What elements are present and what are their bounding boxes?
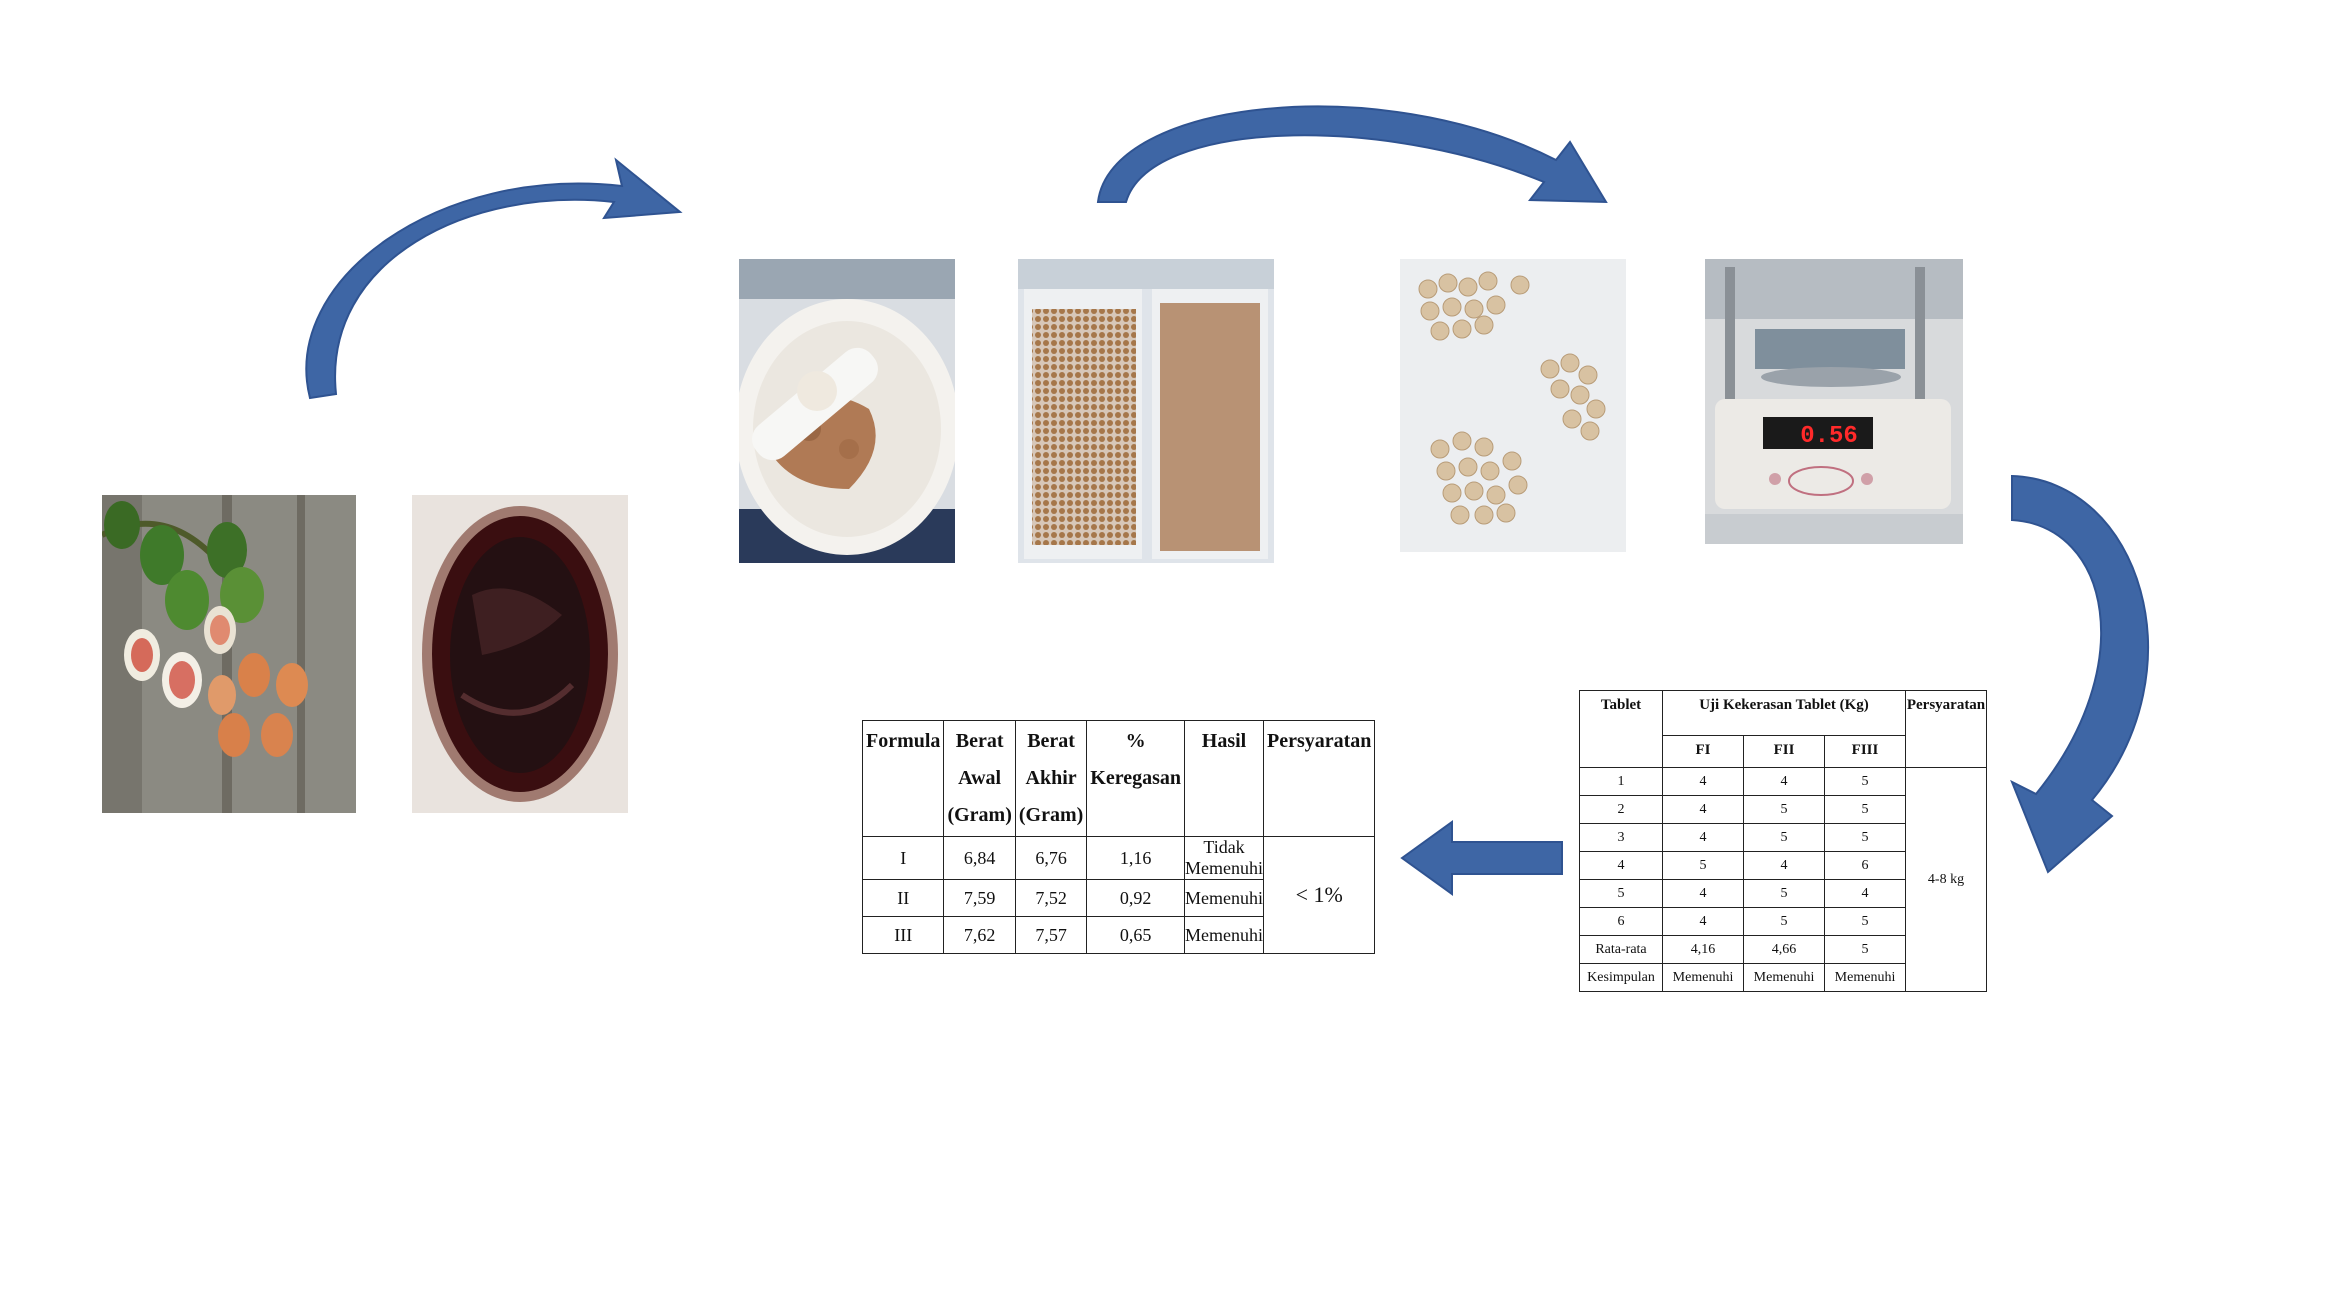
cell: 5 bbox=[1824, 907, 1906, 936]
cell: 6 bbox=[1579, 907, 1663, 936]
table-row: I 6,84 6,76 1,16 Tidak Memenuhi < 1% bbox=[861, 836, 1376, 954]
curved-arrow-extract-to-mortar bbox=[305, 157, 683, 400]
cell: 5 bbox=[1743, 795, 1825, 824]
table-row: Rata-rata 4,16 4,66 5 bbox=[1579, 935, 1987, 964]
col-fiii: FIII bbox=[1824, 735, 1906, 768]
curved-arrow-granules-to-tablets bbox=[1096, 105, 1608, 204]
cell: 4,66 bbox=[1743, 935, 1825, 964]
cell: 4 bbox=[1662, 795, 1744, 824]
cell: 6 bbox=[1824, 851, 1906, 880]
cell: 4 bbox=[1662, 767, 1744, 796]
cell: Memenuhi bbox=[1824, 963, 1906, 992]
cell: I bbox=[861, 836, 945, 880]
cell: 5 bbox=[1824, 935, 1906, 964]
cell: 4 bbox=[1662, 823, 1744, 852]
cell: Memenuhi bbox=[1184, 916, 1265, 954]
cell: 1 bbox=[1579, 767, 1663, 796]
table-row: III 7,62 7,57 0,65 Memenuhi bbox=[861, 916, 1375, 954]
table-row: 1 4 4 5 4-8 kg bbox=[1579, 767, 1987, 992]
cell: 4 bbox=[1662, 879, 1744, 908]
cell: 7,52 bbox=[1014, 879, 1088, 917]
col-persyaratan: Persyaratan bbox=[1263, 720, 1376, 837]
cell: 2 bbox=[1579, 795, 1663, 824]
cell: Tidak Memenuhi bbox=[1184, 836, 1265, 880]
cell: 6,84 bbox=[943, 836, 1016, 880]
table-row: 4 5 4 6 bbox=[1579, 851, 1987, 880]
cell: II bbox=[861, 879, 945, 917]
cell: 4 bbox=[1662, 907, 1744, 936]
requirement-cell: 4-8 kg bbox=[1905, 767, 1987, 992]
cell: 5 bbox=[1743, 907, 1825, 936]
cell: 7,62 bbox=[943, 916, 1016, 954]
cell: 5 bbox=[1824, 767, 1906, 796]
cell: Kesimpulan bbox=[1579, 963, 1663, 992]
areca-nut-fruit-photo bbox=[102, 495, 356, 813]
cell: 4,16 bbox=[1662, 935, 1744, 964]
table-row: 3 4 5 5 bbox=[1579, 823, 1987, 852]
cell: 5 bbox=[1662, 851, 1744, 880]
col-hasil: Hasil bbox=[1184, 720, 1265, 837]
cell: III bbox=[861, 916, 945, 954]
cell: 5 bbox=[1579, 879, 1663, 908]
col-uji-kekerasan: Uji Kekerasan Tablet (Kg) bbox=[1662, 690, 1906, 736]
left-arrow-hardness-to-friability bbox=[1400, 820, 1563, 896]
balance-display-readout: 0.56 bbox=[1800, 423, 1858, 450]
col-keregasan: %Keregasan bbox=[1086, 720, 1186, 837]
requirement-cell: < 1% bbox=[1263, 836, 1376, 954]
tablets-photo bbox=[1400, 259, 1626, 552]
hardness-table: Tablet Uji Kekerasan Tablet (Kg) Persyar… bbox=[1579, 690, 1987, 992]
cell: Rata-rata bbox=[1579, 935, 1663, 964]
cell: Memenuhi bbox=[1184, 879, 1265, 917]
col-tablet: Tablet bbox=[1579, 690, 1663, 768]
cell: 0,65 bbox=[1086, 916, 1186, 954]
col-persyaratan: Persyaratan bbox=[1905, 690, 1987, 768]
table-row: II 7,59 7,52 0,92 Memenuhi bbox=[861, 879, 1375, 917]
cell: 4 bbox=[1579, 851, 1663, 880]
col-formula: Formula bbox=[861, 720, 945, 837]
cell: 4 bbox=[1743, 767, 1825, 796]
areca-extract-photo bbox=[412, 495, 628, 813]
cell: 5 bbox=[1824, 823, 1906, 852]
cell: 6,76 bbox=[1014, 836, 1088, 880]
curved-arrow-balance-to-hardness bbox=[2010, 474, 2149, 874]
mortar-pestle-photo bbox=[739, 259, 955, 563]
balance-photo: 0.56 bbox=[1705, 259, 1963, 544]
cell: 3 bbox=[1579, 823, 1663, 852]
cell: 1,16 bbox=[1086, 836, 1186, 880]
cell: Memenuhi bbox=[1743, 963, 1825, 992]
cell: 5 bbox=[1743, 823, 1825, 852]
col-fii: FII bbox=[1743, 735, 1825, 768]
table-row: Kesimpulan Memenuhi Memenuhi Memenuhi bbox=[1579, 963, 1987, 992]
cell: 4 bbox=[1824, 879, 1906, 908]
cell: 5 bbox=[1824, 795, 1906, 824]
cell: 7,59 bbox=[943, 879, 1016, 917]
table-row: 2 4 5 5 bbox=[1579, 795, 1987, 824]
cell: 7,57 bbox=[1014, 916, 1088, 954]
cell: 0,92 bbox=[1086, 879, 1186, 917]
granules-tray-photo bbox=[1018, 259, 1274, 563]
col-fi: FI bbox=[1662, 735, 1744, 768]
cell: 5 bbox=[1743, 879, 1825, 908]
table-row: 5 4 5 4 bbox=[1579, 879, 1987, 908]
cell: Memenuhi bbox=[1662, 963, 1744, 992]
cell: 4 bbox=[1743, 851, 1825, 880]
